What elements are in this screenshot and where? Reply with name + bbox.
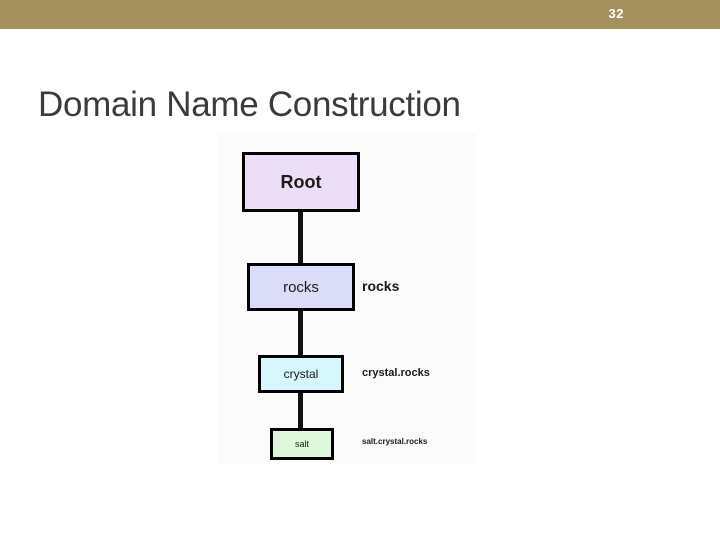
header-bar: 32 (0, 0, 720, 29)
fqdn-label-rocks: rocks (362, 278, 400, 294)
node-root: Root (242, 152, 360, 212)
connector-rocks-crystal (298, 307, 303, 359)
connector-crystal-salt (298, 389, 303, 432)
fqdn-label-salt-crystal-rocks: salt.crystal.rocks (362, 437, 428, 446)
connector-root-rocks (298, 207, 303, 267)
page-number: 32 (608, 6, 624, 21)
domain-name-tree-diagram: Root rocks crystal salt rocks crystal.ro… (218, 133, 476, 463)
node-rocks: rocks (247, 263, 355, 311)
page-title: Domain Name Construction (38, 85, 461, 125)
node-crystal: crystal (258, 355, 344, 393)
node-salt: salt (270, 428, 334, 460)
fqdn-label-crystal-rocks: crystal.rocks (362, 367, 430, 379)
